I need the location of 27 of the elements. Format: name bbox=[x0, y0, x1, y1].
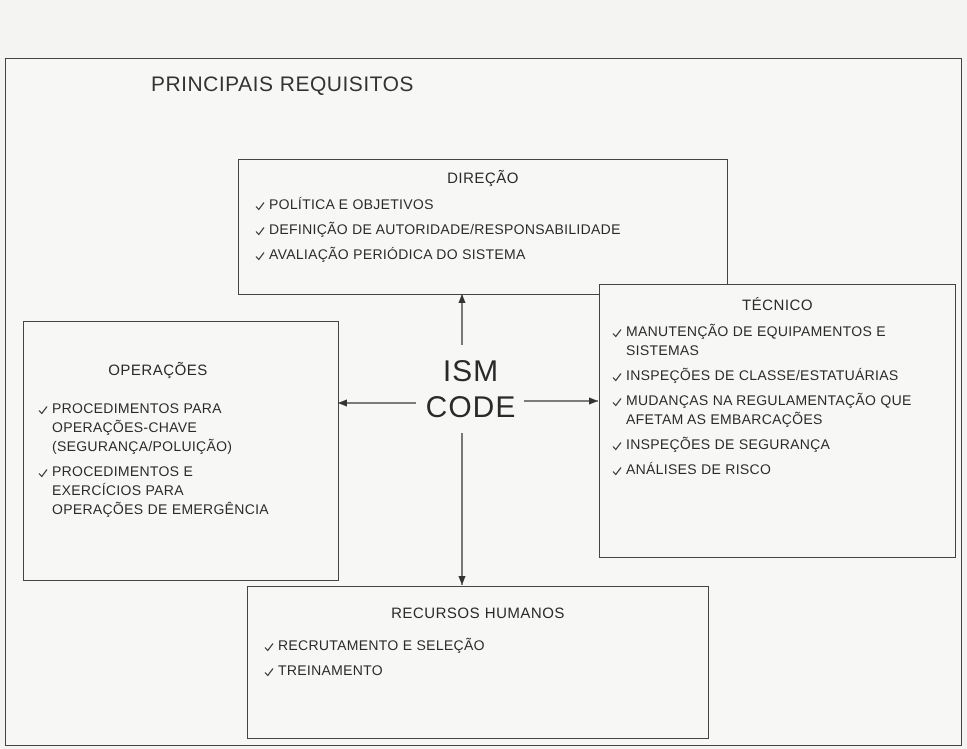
requirement-item: MUDANÇAS NA REGULAMENTAÇÃO QUE AFETAM AS EMBARCAÇÕES bbox=[626, 391, 913, 429]
requirement-box bbox=[23, 321, 339, 581]
box-heading: RECURSOS HUMANOS bbox=[390, 605, 566, 622]
requirement-item: TREINAMENTO bbox=[278, 661, 383, 680]
arrow bbox=[338, 399, 416, 407]
box-heading: TÉCNICO bbox=[741, 297, 814, 314]
requirement-item: AVALIAÇÃO PERIÓDICA DO SISTEMA bbox=[269, 245, 526, 264]
arrow bbox=[458, 433, 466, 585]
requirement-box bbox=[247, 586, 709, 739]
box-heading: DIREÇÃO bbox=[446, 170, 520, 187]
requirement-item: POLÍTICA E OBJETIVOS bbox=[269, 195, 434, 214]
requirement-item: MANUTENÇÃO DE EQUIPAMENTOS E SISTEMAS bbox=[626, 322, 887, 360]
requirement-item: ANÁLISES DE RISCO bbox=[626, 460, 772, 479]
arrow bbox=[524, 397, 598, 405]
requirement-item: DEFINIÇÃO DE AUTORIDADE/RESPONSABILIDADE bbox=[269, 220, 621, 239]
center-label: ISM CODE bbox=[421, 354, 521, 426]
requirement-item: INSPEÇÕES DE CLASSE/ESTATUÁRIAS bbox=[626, 366, 899, 385]
requirement-box bbox=[238, 159, 728, 295]
outer-frame bbox=[5, 58, 962, 746]
requirement-box bbox=[599, 284, 956, 558]
requirement-item: PROCEDIMENTOS PARA OPERAÇÕES-CHAVE (SEGURANÇA/POLUIÇÃO) bbox=[52, 399, 234, 456]
requirement-item: INSPEÇÕES DE SEGURANÇA bbox=[626, 435, 830, 454]
arrow bbox=[458, 294, 466, 345]
requirement-item: PROCEDIMENTOS E EXERCÍCIOS PARA OPERAÇÕES DE EMERGÊNCIA bbox=[52, 462, 270, 519]
frame-heading: PRINCIPAIS REQUISITOS bbox=[151, 73, 414, 97]
box-heading: OPERAÇÕES bbox=[107, 362, 209, 379]
requirement-item: RECRUTAMENTO E SELEÇÃO bbox=[278, 636, 485, 655]
